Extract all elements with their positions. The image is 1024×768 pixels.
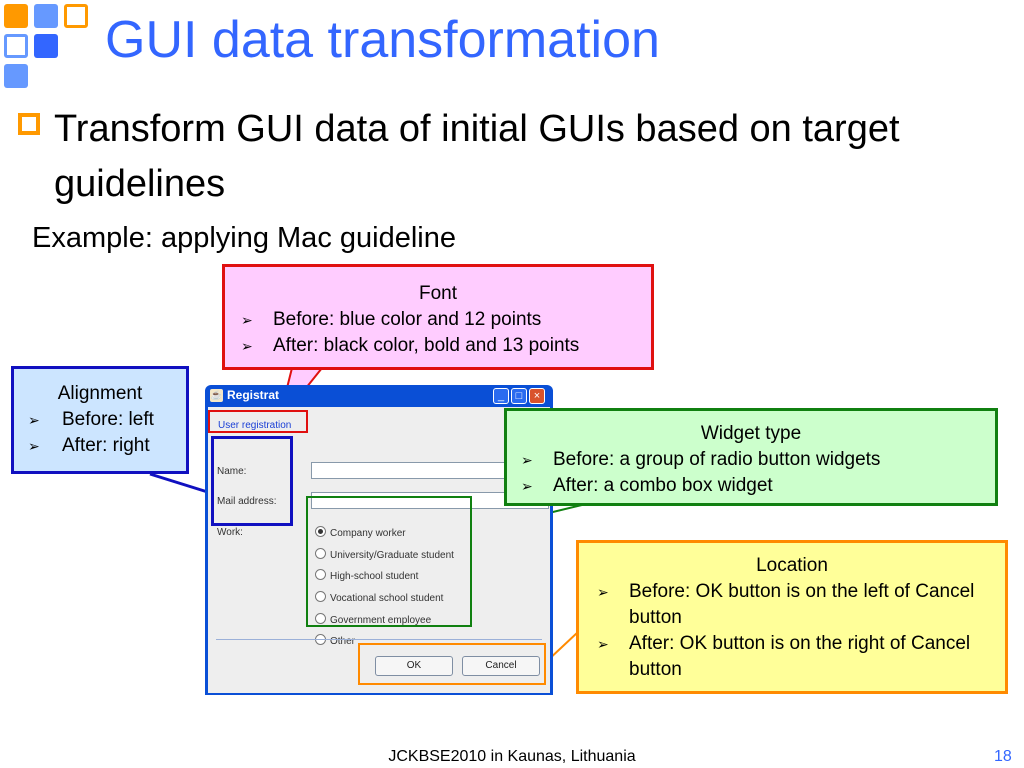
- separator: [216, 639, 542, 640]
- logo-square: [34, 34, 58, 58]
- location-highlight-frame: [358, 643, 546, 685]
- alignment-connector: [149, 472, 215, 496]
- font-callout-heading: Font: [418, 283, 458, 304]
- window-title: Registrat: [227, 388, 280, 402]
- user-registration-label: User registration: [218, 420, 292, 431]
- alignment-callout-item: ➢Before: left: [20, 407, 180, 433]
- location-callout: Location ➢Before: OK button is on the le…: [576, 540, 1008, 694]
- work-label: Work:: [217, 527, 243, 538]
- location-callout-item: ➢Before: OK button is on the left of Can…: [597, 581, 975, 628]
- font-callout: Font ➢Before: blue color and 12 points ➢…: [222, 264, 654, 370]
- alignment-highlight-frame: [211, 436, 293, 526]
- slide-title: GUI data transformation: [105, 11, 660, 69]
- arrow-bullet-icon: ➢: [597, 584, 609, 600]
- java-cup-icon: ☕: [210, 389, 223, 402]
- arrow-bullet-icon: ➢: [241, 338, 253, 354]
- radio-selected-icon: [315, 526, 326, 537]
- example-caption: Example: applying Mac guideline: [32, 222, 456, 254]
- ok-button[interactable]: OK: [375, 656, 453, 676]
- widget-type-callout-heading: Widget type: [700, 423, 802, 444]
- radio-unselected-icon: [315, 591, 326, 602]
- location-callout-heading: Location: [756, 555, 828, 576]
- widget-highlight-frame: [306, 496, 472, 627]
- slide-footer: JCKBSE2010 in Kaunas, Lithuania: [388, 748, 636, 765]
- logo-square: [4, 34, 28, 58]
- font-callout-item: ➢Before: blue color and 12 points: [233, 307, 643, 333]
- alignment-callout: Alignment ➢Before: left ➢After: right: [11, 366, 189, 474]
- radio-vocational-student[interactable]: Vocational school student: [315, 591, 443, 604]
- widget-type-callout-item: ➢Before: a group of radio button widgets: [513, 447, 989, 473]
- radio-high-school-student[interactable]: High-school student: [315, 569, 418, 582]
- bullet-square-icon: [18, 113, 40, 135]
- arrow-bullet-icon: ➢: [241, 312, 253, 328]
- window-client: User registration Name: Mail address: Wo…: [208, 407, 550, 693]
- radio-unselected-icon: [315, 548, 326, 559]
- font-callout-item: ➢After: black color, bold and 13 points: [233, 333, 643, 359]
- radio-other[interactable]: Other: [315, 634, 355, 647]
- arrow-bullet-icon: ➢: [521, 478, 533, 494]
- page-number: 18: [994, 748, 1012, 765]
- logo-square: [64, 4, 88, 28]
- cancel-button[interactable]: Cancel: [462, 656, 540, 676]
- minimize-button[interactable]: _: [493, 388, 509, 404]
- arrow-bullet-icon: ➢: [28, 438, 40, 454]
- arrow-bullet-icon: ➢: [28, 412, 40, 428]
- widget-type-callout-item: ➢After: a combo box widget: [513, 473, 989, 499]
- mail-address-label: Mail address:: [217, 496, 277, 507]
- font-highlight-frame: [208, 410, 308, 433]
- radio-government-employee[interactable]: Government employee: [315, 613, 431, 626]
- alignment-callout-item: ➢After: right: [20, 433, 180, 459]
- logo-square: [4, 64, 28, 88]
- radio-university-student[interactable]: University/Graduate student: [315, 548, 454, 561]
- radio-unselected-icon: [315, 569, 326, 580]
- maximize-button[interactable]: □: [511, 388, 527, 404]
- logo-square: [4, 4, 28, 28]
- name-label: Name:: [217, 466, 247, 477]
- logo-square: [34, 4, 58, 28]
- bullet-text: Transform GUI data of initial GUIs based…: [54, 108, 900, 205]
- widget-type-callout: Widget type ➢Before: a group of radio bu…: [504, 408, 998, 506]
- window-titlebar[interactable]: ☕ Registrat _ □ ×: [205, 385, 553, 407]
- arrow-bullet-icon: ➢: [521, 452, 533, 468]
- alignment-callout-heading: Alignment: [57, 383, 143, 404]
- close-button[interactable]: ×: [529, 388, 545, 404]
- radio-company-worker[interactable]: Company worker: [315, 526, 406, 539]
- location-callout-item: ➢After: OK button is on the right of Can…: [597, 633, 971, 680]
- arrow-bullet-icon: ➢: [597, 636, 609, 652]
- radio-unselected-icon: [315, 613, 326, 624]
